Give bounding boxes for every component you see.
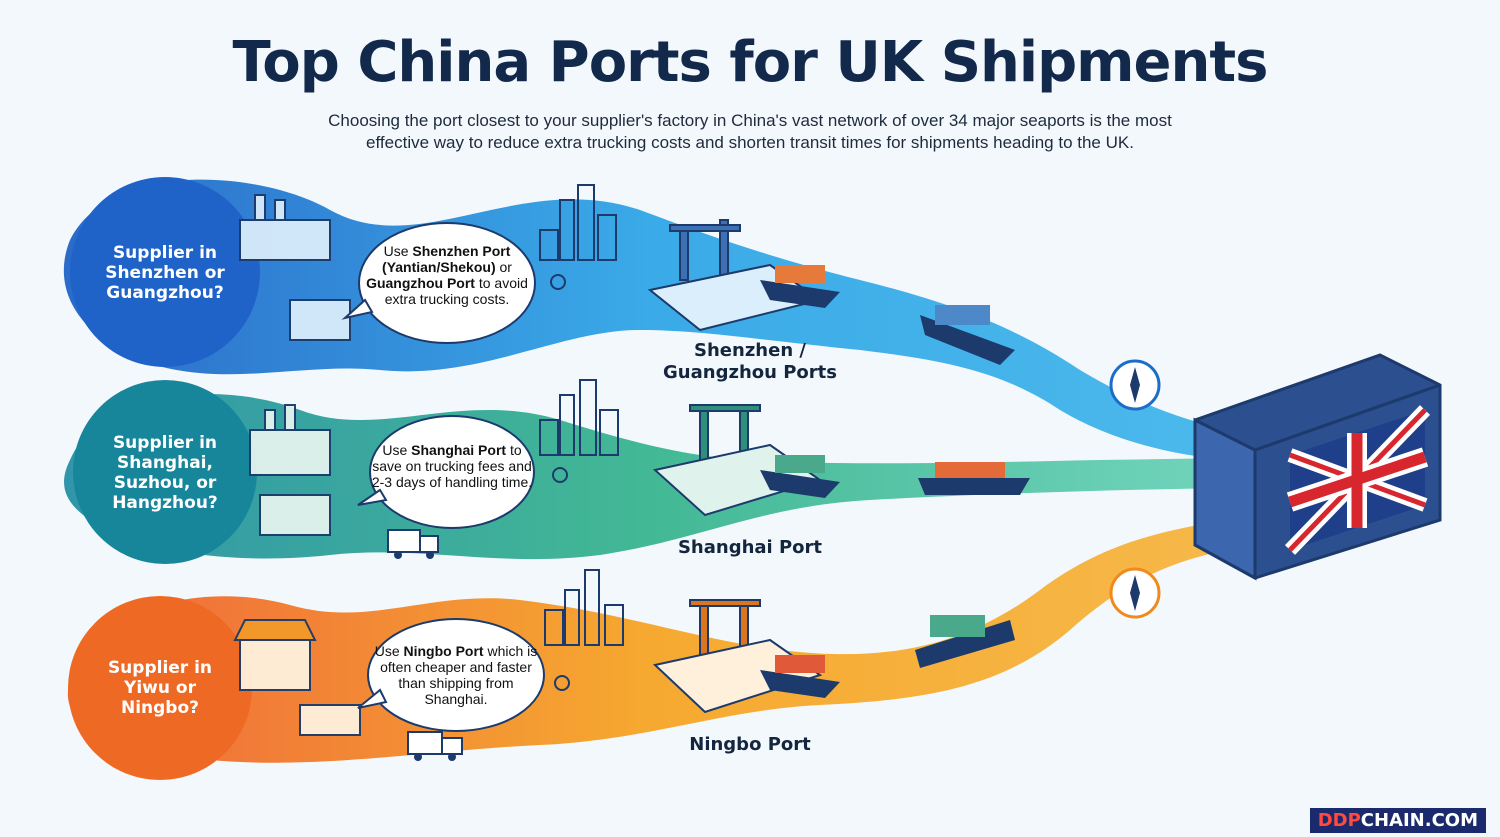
uk-container-icon	[1193, 353, 1442, 581]
city-skyline-icon	[539, 379, 619, 456]
advice-text-ningbo: Use Ningbo Port which is often cheaper a…	[374, 643, 538, 707]
compass-icon	[1109, 567, 1161, 619]
city-skyline-icon	[539, 184, 617, 261]
map-pin-icon	[550, 274, 566, 290]
port-label-ningbo: Ningbo Port	[689, 734, 811, 755]
blue-question-blob	[70, 177, 260, 367]
cargo-ship-icon	[760, 655, 840, 698]
factory-icon	[249, 404, 331, 536]
page-title: Top China Ports for UK Shipments	[232, 30, 1269, 95]
cargo-ship-icon	[920, 305, 1015, 365]
truck-icon	[387, 529, 439, 559]
advice-bubble-3	[357, 618, 545, 732]
factory-icon	[239, 194, 351, 341]
port-label-shanghai: Shanghai Port	[677, 537, 823, 558]
advice-text-shanghai: Use Shanghai Port to save on trucking fe…	[371, 442, 533, 490]
advice-bubble-2	[357, 415, 535, 529]
advice-text-shenzhen: Use Shenzhen Port (Yantian/Shekou) or Gu…	[366, 243, 528, 307]
cargo-ship-icon	[918, 462, 1030, 495]
question-shanghai: Supplier in Shanghai, Suzhou, or Hangzho…	[112, 433, 218, 513]
cargo-ship-icon	[915, 615, 1015, 668]
city-skyline-icon	[544, 569, 624, 646]
cargo-ship-icon	[760, 455, 840, 498]
question-shenzhen: Supplier in Shenzhen or Guangzhou?	[105, 243, 225, 303]
green-question-blob	[73, 380, 257, 564]
cargo-ship-icon	[760, 265, 840, 308]
orange-question-blob	[68, 596, 252, 780]
orange-route-band	[67, 520, 1230, 763]
blue-route-band	[63, 179, 1230, 460]
brand-badge: DDPCHAIN.COM	[1309, 808, 1486, 833]
map-pin-icon	[554, 675, 570, 691]
map-pin-icon	[552, 467, 568, 483]
page-subtitle: Choosing the port closest to your suppli…	[328, 111, 1172, 152]
question-ningbo: Supplier in Yiwu or Ningbo?	[107, 658, 213, 718]
port-label-shenzhen: Shenzhen / Guangzhou Ports	[663, 340, 837, 383]
compass-icon	[1109, 359, 1161, 411]
market-stall-icon	[233, 619, 361, 736]
truck-icon	[407, 731, 463, 761]
advice-bubble-1	[341, 222, 536, 344]
green-route-band	[64, 394, 1230, 560]
